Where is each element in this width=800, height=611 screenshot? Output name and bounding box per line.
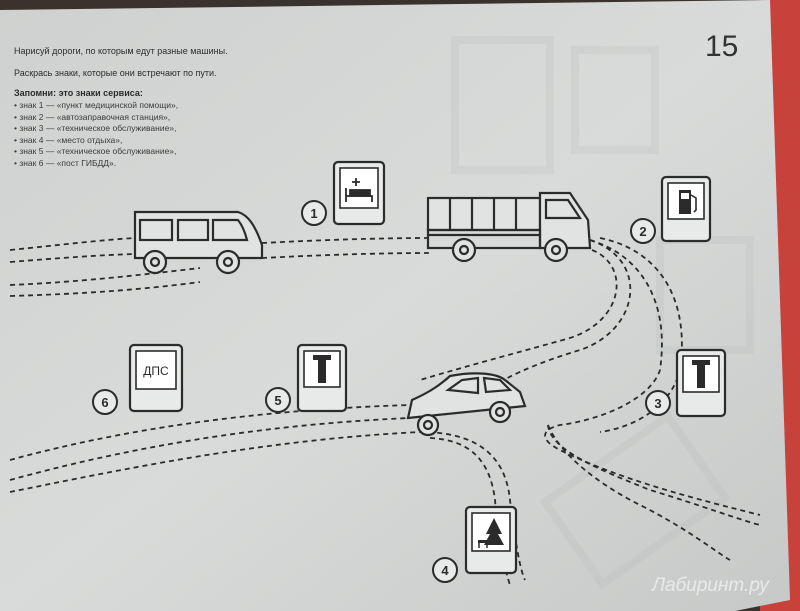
sign-6-dps-label: ДПС: [143, 364, 169, 378]
sign-4-number: 4: [441, 563, 449, 578]
sign-1: [301, 160, 386, 226]
road-top-line-3: [9, 267, 201, 286]
sign-6: [92, 343, 184, 415]
instruction-color-signs: Раскрась знаки, которые они встречают по…: [14, 68, 217, 78]
sign-6-number: 6: [101, 395, 108, 410]
minibus: [133, 210, 264, 275]
road-right-4: [547, 424, 731, 561]
instruction-draw-roads: Нарисуй дороги, по которым едут разные м…: [14, 46, 228, 56]
list-item: знак 5 — «техническое обслуживание»,: [14, 146, 178, 158]
list-item: знак 3 — «техническое обслуживание»,: [14, 123, 178, 135]
memo-title: Запомни: это знаки сервиса:: [14, 88, 143, 98]
list-item: знак 6 — «пост ГИБДД».: [14, 158, 178, 170]
sign-5: [265, 343, 348, 413]
watermark: Лабиринт.ру: [652, 575, 769, 596]
road-right-1: [544, 239, 761, 516]
first-aid-bed-icon: [345, 178, 373, 202]
sign-1-number: 1: [310, 206, 317, 221]
sign-5-number: 5: [274, 393, 281, 408]
sign-6-number-circle: [92, 389, 118, 415]
sign-3: [645, 348, 727, 418]
sign-2-number: 2: [639, 224, 646, 239]
list-item: знак 1 — «пункт медицинской помощи»,: [14, 100, 178, 112]
sign-4-number-circle: [432, 557, 458, 583]
car: [406, 372, 527, 437]
sign-2: [630, 175, 712, 244]
road-lower-1: [9, 417, 411, 481]
sign-4: [432, 505, 518, 583]
rest-area-tree-bench-icon: [478, 518, 504, 548]
list-item: знак 2 — «автозаправочная станция»,: [14, 112, 178, 124]
sign-5-number-circle: [265, 387, 291, 413]
sign-1-number-circle: [301, 200, 327, 226]
road-mid-2: [261, 252, 431, 259]
sign-3-number: 3: [654, 396, 661, 411]
truck: [426, 191, 592, 263]
road-mid-1: [261, 237, 431, 244]
sign-3-number-circle: [645, 390, 671, 416]
road-curve-outer: [419, 249, 618, 381]
fuel-pump-icon: [679, 190, 697, 214]
list-item: знак 4 — «место отдыха»,: [14, 135, 178, 147]
wrench-icon: [692, 360, 710, 388]
sign-description-list: знак 1 — «пункт медицинской помощи», зна…: [14, 100, 178, 169]
wrench-icon: [313, 355, 331, 383]
sign-2-number-circle: [630, 218, 656, 244]
road-lower-2: [9, 404, 411, 461]
page-number: 15: [705, 30, 739, 63]
